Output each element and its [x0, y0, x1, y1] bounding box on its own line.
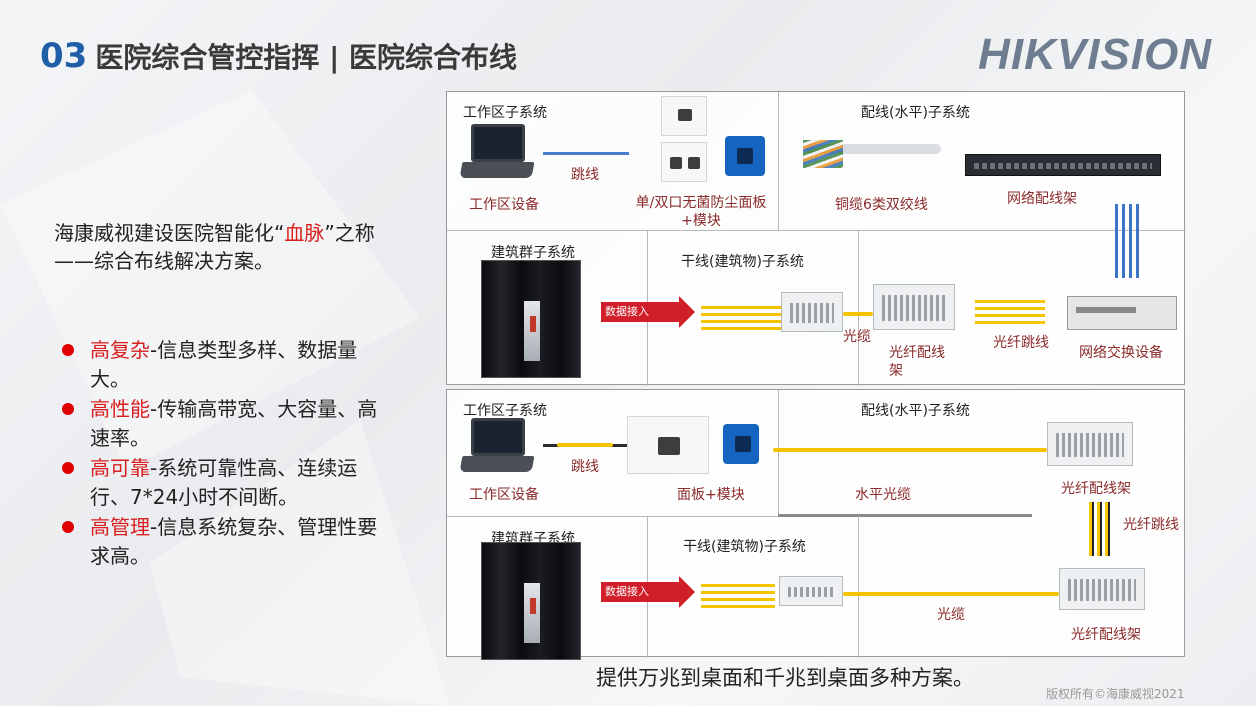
bullet-text: 高可靠-系统可靠性高、连续运行、7*24小时不间断。: [90, 454, 382, 512]
list-item: 高性能-传输高带宽、大容量、高速率。: [62, 395, 382, 453]
intro-before: 海康威视建设医院智能化“: [54, 221, 285, 245]
faceplate-icon: [627, 416, 709, 474]
intro-text: 海康威视建设医院智能化“血脉”之称——综合布线解决方案。: [54, 219, 414, 275]
list-item: 高复杂-信息类型多样、数据量大。: [62, 336, 382, 394]
list-item: 高管理-信息系统复杂、管理性要求高。: [62, 513, 382, 571]
bullet-text: 高性能-传输高带宽、大容量、高速率。: [90, 395, 382, 453]
intro-after: ”之称——综合布线解决方案。: [54, 221, 375, 273]
faceplate-icon: [661, 142, 707, 182]
work-area-label: 工作区子系统: [463, 105, 547, 121]
patch-cords-icon: [1115, 204, 1143, 278]
fiber-jumper-label: 光纤跳线: [1123, 517, 1179, 533]
faceplate-label: 面板+模块: [677, 487, 745, 503]
odf-bottom-label: 光纤配线架: [1071, 627, 1141, 643]
odf-icon: [873, 284, 955, 330]
divider: [778, 514, 1032, 517]
laptop-icon: [459, 124, 535, 182]
data-access-label: 数据接入: [601, 582, 679, 602]
faceplate-label: 单/双口无菌防尘面板+模块: [635, 195, 767, 229]
work-area-label: 工作区子系统: [463, 403, 547, 419]
cabling-diagram-fiber: 工作区子系统 配线(水平)子系统 跳线 工作区设备 面板+模块 水平光缆 光纤配…: [446, 389, 1185, 660]
bullet-desc: -信息类型多样、数据量大。: [90, 338, 358, 391]
fiber-jumper-icon: [1089, 502, 1113, 556]
server-room-icon: [481, 260, 581, 378]
list-item: 高可靠-系统可靠性高、连续运行、7*24小时不间断。: [62, 454, 382, 512]
fiber-cable-icon: [843, 312, 873, 316]
copper-cable-icon: [803, 140, 843, 168]
page-title: 医院综合管控指挥 | 医院综合布线: [95, 41, 518, 74]
odf-label: 光纤配线架: [889, 345, 945, 379]
trunk-label: 干线(建筑物)子系统: [681, 254, 804, 270]
fiber-jumper-label: 光纤跳线: [993, 335, 1049, 351]
fiber-label: 光缆: [937, 607, 965, 623]
bullet-text: 高管理-信息系统复杂、管理性要求高。: [90, 513, 382, 571]
patch-cord-label: 跳线: [571, 167, 599, 183]
work-device-label: 工作区设备: [469, 487, 539, 503]
odf-icon: [781, 292, 843, 332]
fiber-jumper-icon: [975, 298, 1045, 324]
horizontal-fiber-label: 水平光缆: [855, 487, 911, 503]
patch-cord-icon: [543, 152, 629, 155]
odf-icon: [1059, 568, 1145, 610]
trunk-label: 干线(建筑物)子系统: [683, 539, 806, 555]
work-device-label: 工作区设备: [469, 197, 539, 213]
divider: [778, 390, 779, 516]
intro-highlight: 血脉: [284, 221, 325, 245]
horizontal-fiber-icon: [773, 448, 1047, 452]
bullet-desc: -传输高带宽、大容量、高速率。: [90, 397, 378, 450]
network-switch-icon: [1067, 296, 1177, 330]
odf-top-label: 光纤配线架: [1061, 481, 1131, 497]
patch-cord-icon: [557, 443, 613, 447]
hikvision-logo: HIKVISION: [978, 30, 1212, 79]
section-number: 03: [40, 36, 88, 76]
divider: [447, 516, 1032, 517]
feature-list: 高复杂-信息类型多样、数据量大。 高性能-传输高带宽、大容量、高速率。 高可靠-…: [62, 336, 382, 572]
fiber-label: 光缆: [843, 329, 871, 345]
slide-title: 03 医院综合管控指挥 | 医院综合布线: [40, 36, 517, 80]
divider: [858, 230, 859, 386]
patch-panel-icon: [965, 154, 1161, 176]
horizontal-label: 配线(水平)子系统: [861, 403, 970, 419]
server-room-icon: [481, 542, 581, 660]
odf-icon: [1047, 422, 1133, 466]
bullet-dot-icon: [62, 344, 74, 356]
switch-label: 网络交换设备: [1079, 345, 1163, 361]
horizontal-label: 配线(水平)子系统: [861, 105, 970, 121]
bullet-dot-icon: [62, 521, 74, 533]
patch-cord-label: 跳线: [571, 459, 599, 475]
patch-panel-label: 网络配线架: [1007, 191, 1077, 207]
fiber-cable-icon: [843, 592, 1059, 596]
data-access-arrow-icon: 数据接入: [601, 296, 697, 328]
cabling-diagram-copper: 工作区子系统 配线(水平)子系统 跳线 工作区设备 单/双口无菌防尘面板+模块 …: [446, 91, 1186, 386]
bullet-dot-icon: [62, 462, 74, 474]
copper-cable-icon: [805, 144, 941, 154]
bullet-text: 高复杂-信息类型多样、数据量大。: [90, 336, 382, 394]
bullet-key: 高性能: [90, 397, 150, 421]
copper-label: 铜缆6类双绞线: [835, 197, 928, 213]
data-access-label: 数据接入: [601, 302, 679, 322]
faceplate-icon: [661, 96, 707, 136]
laptop-icon: [459, 418, 535, 476]
bottom-note: 提供万兆到桌面和千兆到桌面多种方案。: [596, 666, 974, 690]
bullet-desc: -系统可靠性高、连续运行、7*24小时不间断。: [90, 456, 358, 509]
keystone-module-icon: [725, 136, 765, 176]
copyright: 版权所有©海康威视2021: [1046, 687, 1185, 701]
divider: [447, 230, 1186, 231]
divider: [778, 92, 779, 230]
odf-icon: [779, 576, 843, 606]
bullet-desc: -信息系统复杂、管理性要求高。: [90, 515, 378, 568]
data-access-arrow-icon: 数据接入: [601, 576, 697, 608]
bullet-key: 高可靠: [90, 456, 150, 480]
bullet-dot-icon: [62, 403, 74, 415]
bullet-key: 高复杂: [90, 338, 150, 362]
bullet-key: 高管理: [90, 515, 150, 539]
fiber-bundle-icon: [701, 584, 775, 608]
keystone-module-icon: [723, 424, 759, 464]
building-group-label: 建筑群子系统: [491, 245, 575, 261]
divider: [858, 516, 859, 658]
fiber-bundle-icon: [701, 302, 781, 330]
